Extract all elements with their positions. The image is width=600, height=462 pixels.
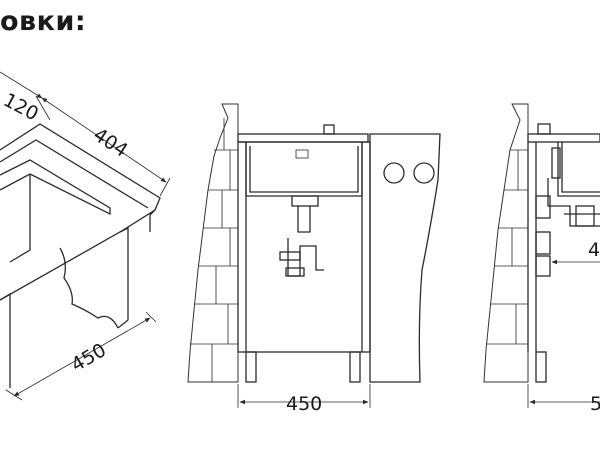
isometric-view: 120 404 450: [0, 71, 171, 401]
dim-line-120: [0, 71, 43, 99]
dim-side-partial-label: 4: [588, 239, 600, 261]
side-view: 4 5: [483, 103, 600, 415]
dim-450-front-label: 450: [286, 393, 322, 415]
dim-line-404: [41, 97, 167, 183]
dim-side-bottom-label: 5: [590, 393, 600, 415]
dim-404-label: 404: [89, 124, 131, 162]
section-heading: овки:: [0, 6, 87, 37]
front-view: 450: [187, 103, 441, 415]
dim-line-450-iso: [13, 317, 151, 397]
